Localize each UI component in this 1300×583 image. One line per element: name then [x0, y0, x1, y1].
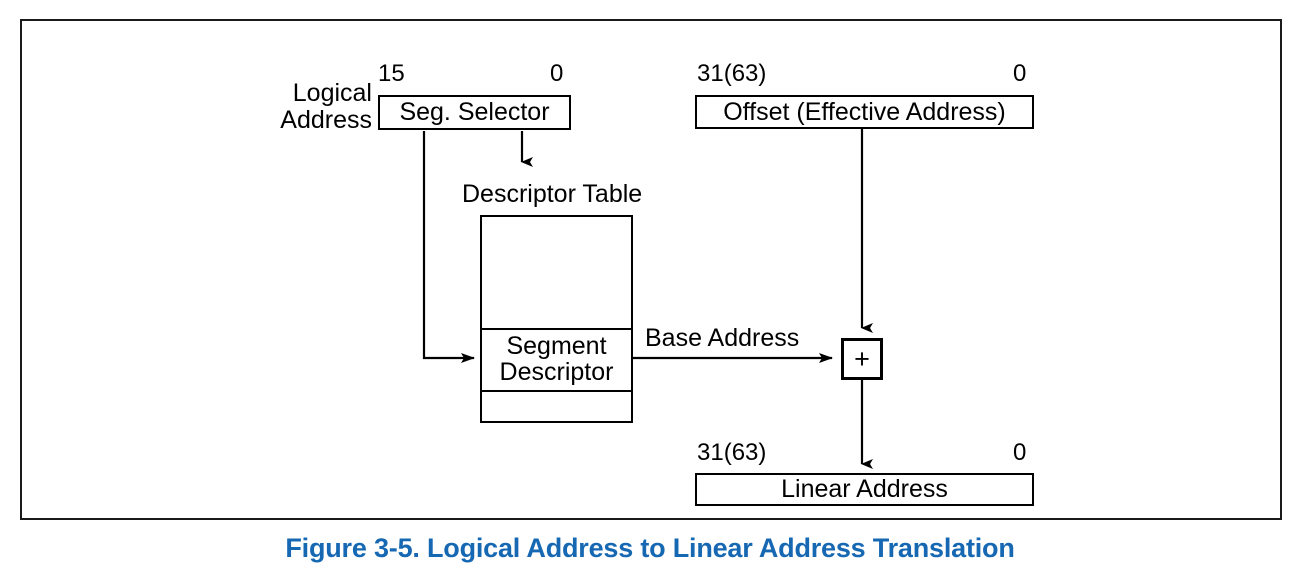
offset-bit-high-label: 31(63): [697, 60, 767, 87]
base-address-label: Base Address: [645, 324, 800, 352]
diagram-frame: [20, 19, 1282, 520]
linear-address-text: Linear Address: [781, 475, 948, 504]
offset-box[interactable]: Offset (Effective Address): [695, 95, 1034, 129]
descriptor-table-row-empty-top[interactable]: [482, 217, 631, 328]
seg-selector-bit-low-label: 0: [550, 60, 564, 87]
plus-icon: +: [854, 343, 870, 374]
logical-address-label-line2: Address: [280, 106, 372, 134]
seg-selector-text: Seg. Selector: [399, 98, 550, 127]
linear-address-box[interactable]: Linear Address: [695, 473, 1034, 506]
descriptor-table[interactable]: Segment Descriptor: [480, 215, 633, 423]
logical-address-label-line1: Logical: [292, 79, 372, 107]
descriptor-table-label: Descriptor Table: [462, 180, 643, 208]
figure-caption: Figure 3-5. Logical Address to Linear Ad…: [285, 533, 1015, 563]
adder-box[interactable]: +: [841, 338, 883, 380]
logical-address-label: Logical Address: [222, 80, 372, 134]
descriptor-table-row-empty-bottom[interactable]: [482, 392, 631, 421]
offset-bit-low-label: 0: [1013, 60, 1027, 87]
seg-selector-bit-high-label: 15: [378, 60, 405, 87]
seg-selector-box[interactable]: Seg. Selector: [378, 95, 571, 130]
descriptor-table-row-segment-descriptor[interactable]: Segment Descriptor: [482, 328, 631, 392]
offset-text: Offset (Effective Address): [723, 97, 1006, 126]
segment-descriptor-line1: Segment: [506, 332, 607, 361]
segment-descriptor-line2: Descriptor: [499, 358, 614, 386]
linear-address-bit-high-label: 31(63): [697, 439, 767, 466]
linear-address-bit-low-label: 0: [1013, 439, 1027, 466]
